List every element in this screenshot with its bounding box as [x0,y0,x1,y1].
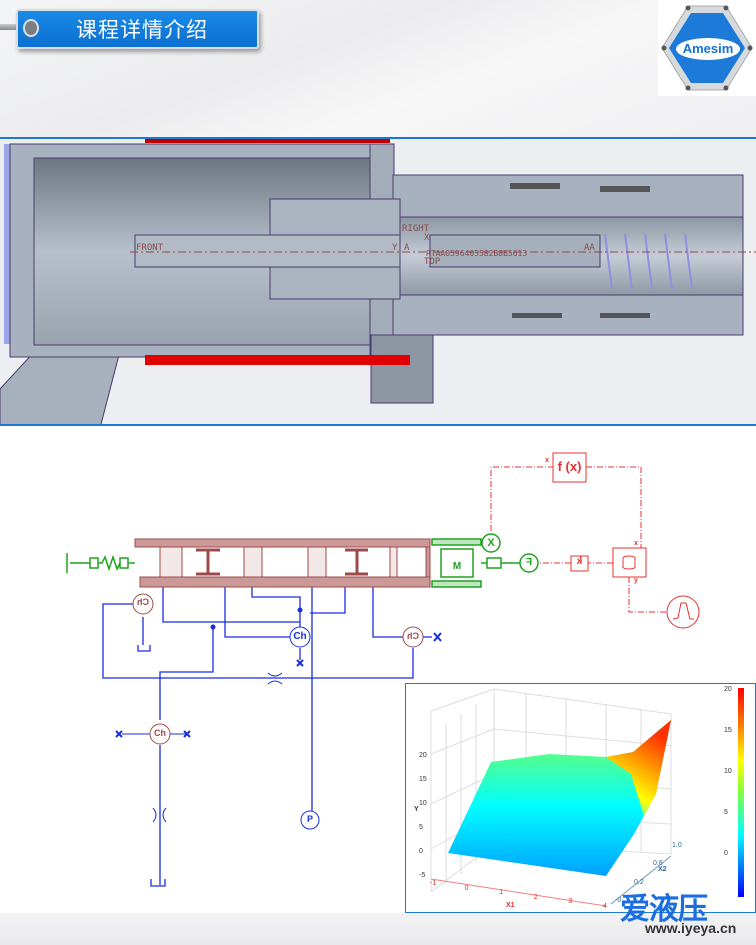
table-port-y: y [634,577,638,584]
amesim-schematic: Ch Ch Ch Ch P M X F k f (x) x x y [0,426,756,945]
chamber-label-left: Ch [137,597,149,607]
tag-hook-decoration [0,24,30,30]
x1-axis-label: X1 [506,902,515,909]
x2-tick-label: 1.0 [672,842,682,849]
cad-label-y: Y [392,243,398,253]
watermark-url: www.iyeya.cn [645,920,737,936]
cad-label-top: TOP [424,257,441,267]
page-title: 课程详情介绍 [76,19,208,42]
chamber-label-lower: Ch [154,728,166,738]
x1-tick-label: 2 [533,893,538,901]
colorbar-tick-label: 10 [724,768,732,775]
chamber-brown-left [132,593,154,615]
y-tick-label: 5 [419,824,423,831]
chamber-brown-right [402,626,424,648]
page-title-tag: 课程详情介绍 [16,9,259,49]
y-tick-label: 0 [419,848,423,855]
y-tick-label: 10 [419,800,427,807]
position-sensor-label: X [487,537,495,549]
x2-tick-label: -0. [615,897,624,904]
cad-label-a: A [404,243,410,253]
x2-tick-label: 0.2 [634,878,644,886]
watermark-brand: 爱液压 [620,893,708,926]
colorbar [738,688,744,897]
tag-ring-icon [23,19,39,37]
x2-tick-label: 0.6 [653,860,663,868]
colorbar-tick-label: 0 [724,850,728,857]
x2-axis-label: X2 [658,866,667,873]
y-tick-label: -5 [419,872,426,879]
valve-section-drawing [0,139,756,424]
cad-label-right: RIGHT [402,224,430,234]
table-block [612,547,647,578]
cad-cross-section-view: FRONT RIGHT Y A X TOP RTAA0596405582B8B5… [0,137,756,426]
cad-label-overlap: RTAA0596405582B8B5613 [426,249,528,258]
y-tick-label: 15 [419,776,427,783]
chamber-blue [289,626,311,648]
function-label: f (x) [557,459,582,474]
chamber-label-right: Ch [407,631,419,641]
cad-label-aa: AA [584,243,595,253]
y-tick-label: 20 [419,752,427,759]
x1-tick-label: 1 [499,889,504,897]
x1-tick-label: 3 [568,898,573,906]
pressure-source [300,810,320,830]
x1-tick-label: 4 [603,903,607,910]
y-axis-label: Y [414,806,419,813]
cad-label-x: X [424,233,430,243]
colorbar-tick-label: 5 [724,809,728,816]
mass-label: M [452,561,462,572]
surface-plot [430,688,744,907]
colorbar-tick-label: 15 [724,727,732,734]
force-label: F [525,557,533,568]
surface-hot-region [606,720,671,816]
signal-source [666,595,700,629]
gain-block [570,555,589,572]
chamber-brown-lower [149,723,171,745]
logo-text: Amesim [676,38,740,60]
function-port-label: x [545,457,549,464]
table-port-x: x [634,540,638,547]
x1-tick-label: 0 [464,884,469,892]
chamber-label-center: Ch [293,631,307,642]
colorbar-tick-label: 20 [724,686,732,693]
function-block [552,452,587,483]
footer-strip [0,913,756,945]
x1-tick-label: -1 [430,880,437,887]
schematic-drawing [66,452,700,887]
cad-label-front: FRONT [136,243,164,253]
gain-label: k [576,556,583,567]
pressure-label: P [306,814,313,824]
